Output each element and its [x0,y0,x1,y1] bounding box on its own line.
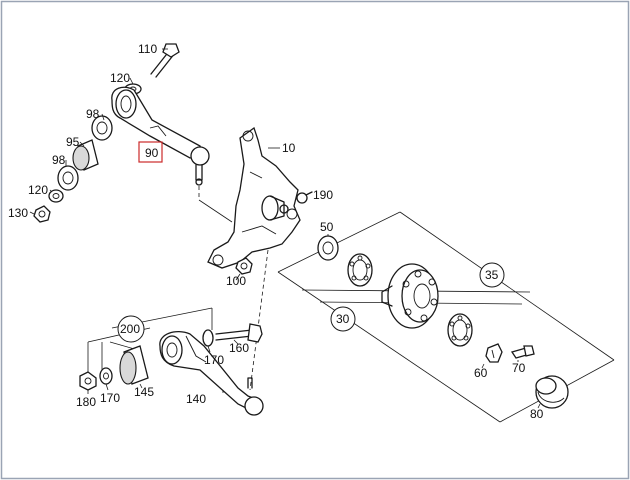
nut-70[interactable] [510,345,535,359]
label-170-lower: 170 [100,391,120,405]
nut-130[interactable] [33,205,51,223]
label-98-lower: 98 [52,153,66,167]
label-145: 145 [134,385,154,399]
washer-120-lower[interactable] [48,189,64,203]
bushing-145[interactable] [119,345,149,385]
washer-170-upper[interactable] [202,329,214,347]
knuckle-dash-line [249,249,269,391]
bearing-inner[interactable] [347,253,373,287]
label-60: 60 [474,366,488,380]
nut-180[interactable] [79,371,97,391]
bearing-outer[interactable] [447,313,473,347]
steering-knuckle-10[interactable] [207,126,301,269]
bushing-98-lower[interactable] [57,165,79,191]
label-100: 100 [226,274,246,288]
label-160: 160 [229,341,249,355]
dust-cap-80[interactable] [535,375,569,409]
label-50: 50 [320,220,334,234]
label-70: 70 [512,361,526,375]
label-80: 80 [530,407,544,421]
label-35: 35 [485,268,499,282]
seal-50[interactable] [317,235,339,261]
label-200: 200 [120,322,140,336]
upper-control-arm-90[interactable] [111,86,210,186]
bushing-95[interactable] [72,139,99,171]
callout-ring-200 [117,315,145,343]
bolt-110[interactable] [150,43,180,78]
label-130: 130 [8,206,28,220]
bushing-98-upper[interactable] [91,115,113,141]
bolt-190[interactable] [296,191,313,204]
lower-control-arm-140[interactable] [159,331,264,416]
label-98-upper: 98 [86,107,100,121]
washer-60[interactable] [485,343,503,363]
label-120-upper: 120 [110,71,130,85]
label-90[interactable]: 90 [145,146,159,160]
washer-170-lower[interactable] [99,367,113,385]
label-140: 140 [186,392,206,406]
label-10: 10 [282,141,296,155]
label-110: 110 [138,42,157,56]
bolt-160[interactable] [215,323,263,343]
arm-to-knuckle-lead [198,199,233,223]
label-190: 190 [313,188,333,202]
nut-100[interactable] [235,257,253,275]
callout-ring-35 [479,262,505,288]
label-30: 30 [336,312,350,326]
label-170-upper: 170 [204,353,224,367]
hub-30[interactable] [381,263,439,329]
callout-ring-30 [330,306,356,332]
highlight-box-90 [138,141,163,163]
label-95: 95 [66,135,80,149]
label-120-lower: 120 [28,183,48,197]
label-180: 180 [76,395,96,409]
